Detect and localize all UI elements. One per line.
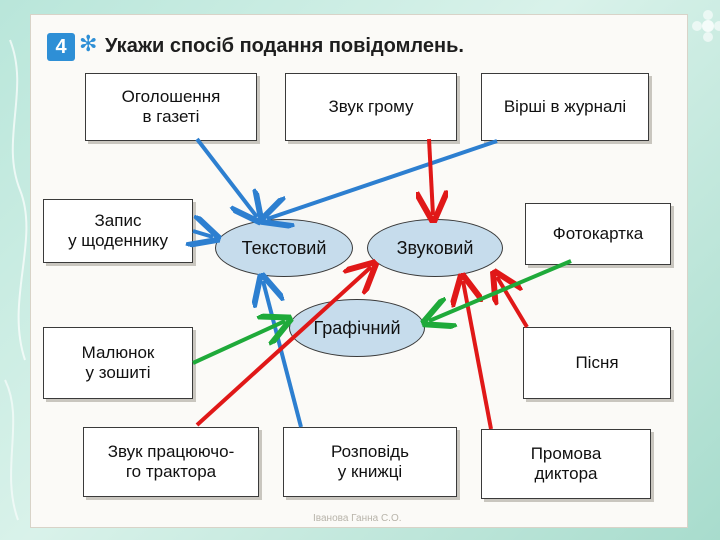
task-number-badge: 4 bbox=[47, 33, 75, 61]
arrow-tractor-to-sound bbox=[195, 267, 371, 427]
oval-sound: Звуковий bbox=[367, 219, 503, 277]
decorative-flower bbox=[692, 10, 720, 42]
decorative-swirl bbox=[4, 39, 28, 521]
arrow-photo-to-graphic bbox=[429, 259, 572, 321]
box-book-story: Розповідь у книжці bbox=[283, 427, 457, 497]
box-announcer-speech: Промова диктора bbox=[481, 429, 651, 499]
box-diary-entry: Запис у щоденнику bbox=[43, 199, 193, 263]
box-song: Пісня bbox=[523, 327, 671, 399]
arrow-thunder-to-sound bbox=[429, 138, 433, 215]
box-announcement-newspaper: Оголошення в газеті bbox=[85, 73, 257, 141]
box-thunder-sound: Звук грому bbox=[285, 73, 457, 141]
arrow-diary-to-text bbox=[193, 231, 213, 237]
exercise-slide: 4 ✻ Укажи спосіб подання повідомлень. Ог… bbox=[30, 14, 688, 528]
snowflake-icon: ✻ bbox=[79, 31, 98, 56]
box-poems-magazine: Вірші в журналі bbox=[481, 73, 649, 141]
arrow-book-to-text bbox=[263, 281, 303, 428]
task-title: Укажи спосіб подання повідомлень. bbox=[105, 35, 464, 57]
box-tractor-sound: Звук працюючо- го трактора bbox=[83, 427, 259, 497]
box-drawing-notebook: Малюнок у зошиті bbox=[43, 327, 193, 399]
arrow-drawing-to-graphic bbox=[192, 321, 285, 365]
footer-author: Іванова Ганна С.О. bbox=[313, 513, 402, 524]
arrow-announcement-to-text bbox=[195, 137, 257, 217]
arrow-song-to-sound bbox=[497, 277, 529, 329]
box-photo: Фотокартка bbox=[525, 203, 671, 265]
arrow-poems-to-text bbox=[267, 139, 498, 219]
arrows-layer bbox=[31, 137, 572, 430]
